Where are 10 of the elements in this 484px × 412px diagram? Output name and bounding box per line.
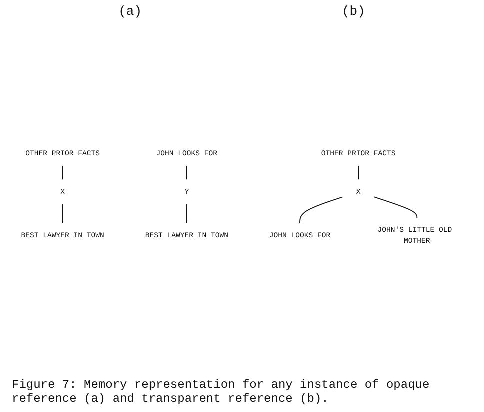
connector xyxy=(358,166,360,180)
connector xyxy=(62,204,64,224)
panel-label: (b) xyxy=(342,4,366,19)
connector xyxy=(300,196,344,224)
panel-label: (a) xyxy=(118,4,142,19)
figure-caption: Figure 7: Memory representation for any instance of opaque reference (a) and transparent reference (b). xyxy=(11,377,431,408)
connector xyxy=(186,204,188,224)
connector xyxy=(62,166,64,180)
connector xyxy=(186,166,188,180)
connector xyxy=(374,196,418,218)
